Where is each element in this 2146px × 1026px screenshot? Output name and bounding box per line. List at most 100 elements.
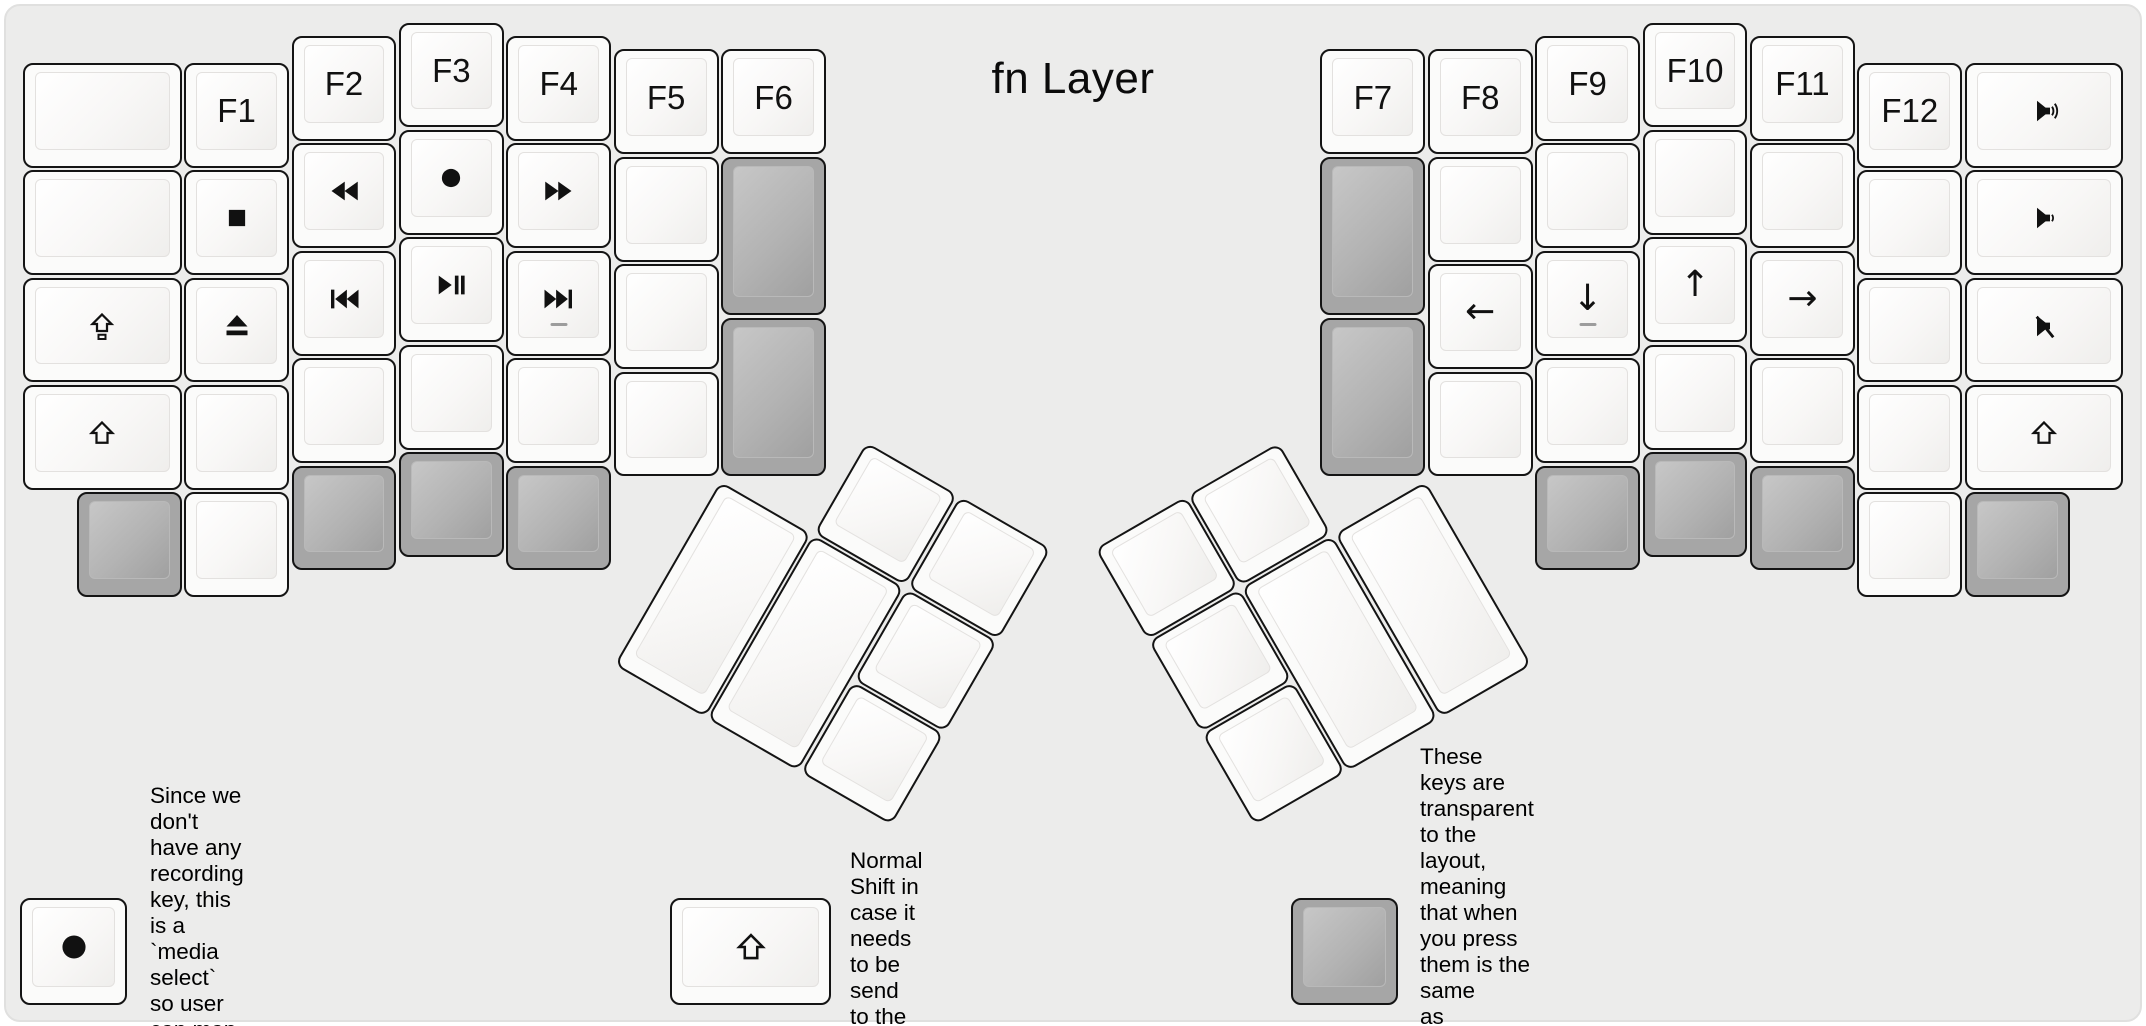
keycap: F2 bbox=[303, 44, 385, 123]
key-label: F9 bbox=[1568, 65, 1607, 103]
keycap bbox=[303, 367, 385, 446]
homing-bar bbox=[550, 322, 568, 326]
keycap bbox=[196, 501, 277, 580]
blank-key bbox=[1535, 143, 1641, 249]
blank-key bbox=[184, 384, 289, 490]
transparent-key bbox=[1320, 156, 1426, 316]
keycap bbox=[1761, 474, 1843, 553]
blank-key bbox=[613, 264, 719, 370]
stop-icon bbox=[222, 203, 252, 233]
key-label: F2 bbox=[324, 65, 364, 103]
key-label: F8 bbox=[1460, 78, 1500, 116]
eject-icon bbox=[222, 311, 252, 341]
shift-icon bbox=[734, 930, 768, 964]
key-arrow-down: ↓ bbox=[1535, 250, 1641, 356]
mute-icon bbox=[2029, 311, 2059, 341]
homing-bar bbox=[1579, 322, 1597, 326]
legend-text-3: These keys are transparent to the layout… bbox=[1420, 744, 1534, 1026]
keycap bbox=[303, 259, 385, 338]
key-vol-up bbox=[1964, 62, 2124, 168]
legend-key-1 bbox=[20, 898, 127, 1005]
keycap bbox=[1547, 474, 1629, 553]
key-label: ← bbox=[1465, 291, 1496, 333]
keycap bbox=[1869, 501, 1951, 580]
keycap bbox=[35, 71, 170, 150]
keycap bbox=[410, 461, 492, 539]
key-arrow-right: → bbox=[1749, 250, 1855, 356]
key-label: F5 bbox=[646, 78, 686, 116]
keycap bbox=[682, 907, 819, 987]
blank-key bbox=[23, 62, 182, 168]
keycap bbox=[410, 246, 492, 325]
key-label: F4 bbox=[539, 65, 578, 103]
key-mute bbox=[1964, 277, 2124, 383]
key-label: F10 bbox=[1666, 51, 1724, 89]
blank-key bbox=[23, 170, 182, 276]
keycap bbox=[1869, 179, 1951, 258]
keycap bbox=[1654, 461, 1736, 539]
keycap bbox=[1976, 71, 2112, 150]
keycap bbox=[1976, 501, 2058, 580]
blank-key bbox=[1535, 358, 1641, 464]
caps-lock-icon bbox=[87, 311, 117, 341]
keycap: F10 bbox=[1654, 31, 1736, 110]
key-f2: F2 bbox=[291, 35, 397, 141]
blank-key bbox=[1642, 344, 1748, 450]
keycap bbox=[1869, 286, 1951, 365]
key-f3: F3 bbox=[398, 22, 504, 128]
key-play-pause bbox=[398, 237, 504, 343]
key-label: → bbox=[1787, 277, 1818, 319]
blank-key bbox=[291, 358, 397, 464]
key-fast-forward bbox=[506, 143, 612, 249]
keycap bbox=[1439, 380, 1521, 459]
keycap: F5 bbox=[625, 58, 707, 137]
keycap: F9 bbox=[1547, 44, 1629, 123]
keycap bbox=[1976, 179, 2112, 258]
keycap bbox=[625, 273, 707, 352]
transparent-key bbox=[1320, 317, 1426, 477]
keycap bbox=[410, 353, 492, 432]
key-eject bbox=[184, 277, 289, 383]
keycap: → bbox=[1761, 259, 1843, 338]
rewind-icon bbox=[329, 176, 359, 206]
blank-key bbox=[1749, 143, 1855, 249]
key-f6: F6 bbox=[721, 49, 826, 155]
key-label: ↓ bbox=[1572, 277, 1603, 319]
keycap bbox=[303, 152, 385, 231]
keycap bbox=[1654, 353, 1736, 432]
keycap bbox=[1332, 165, 1414, 298]
key-f9: F9 bbox=[1535, 35, 1641, 141]
keycap bbox=[518, 259, 600, 338]
keycap bbox=[196, 286, 277, 365]
key-arrow-up: ↑ bbox=[1642, 237, 1748, 343]
keycap bbox=[1547, 367, 1629, 446]
keycap bbox=[1439, 165, 1521, 244]
transparent-key bbox=[1642, 452, 1748, 557]
keycap: ← bbox=[1439, 273, 1521, 352]
blank-key bbox=[1857, 384, 1963, 490]
blank-key bbox=[613, 156, 719, 262]
keycap bbox=[1761, 152, 1843, 231]
key-f7: F7 bbox=[1320, 49, 1426, 155]
blank-key bbox=[1857, 492, 1963, 598]
transparent-key bbox=[76, 492, 182, 598]
keycap: ↓ bbox=[1547, 259, 1629, 338]
keycap bbox=[1976, 393, 2112, 472]
key-label: ↑ bbox=[1679, 264, 1711, 306]
key-vol-down bbox=[1964, 170, 2124, 276]
keycap bbox=[1869, 393, 1951, 472]
keycap: ↑ bbox=[1654, 246, 1736, 325]
transparent-key bbox=[506, 465, 612, 571]
key-prev-track bbox=[291, 250, 397, 356]
keycap bbox=[625, 380, 707, 459]
keycap: F7 bbox=[1332, 58, 1414, 137]
keycap bbox=[196, 393, 277, 472]
keycap bbox=[88, 501, 170, 580]
keycap bbox=[1547, 152, 1629, 231]
keycap bbox=[1761, 367, 1843, 446]
transparent-key bbox=[1964, 492, 2070, 598]
keycap bbox=[1654, 138, 1736, 217]
transparent-key bbox=[398, 452, 504, 557]
keycap bbox=[35, 393, 170, 472]
